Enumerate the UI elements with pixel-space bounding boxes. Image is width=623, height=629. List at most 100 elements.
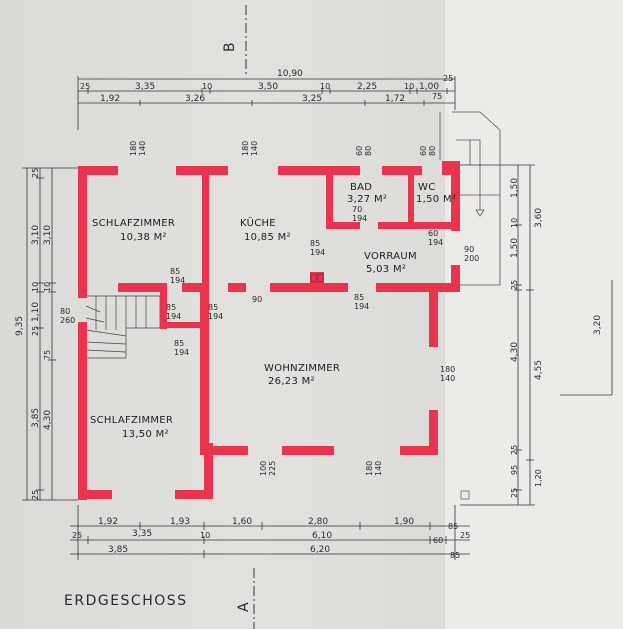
left-dimension-lines [22,167,78,501]
second-sheet [445,0,623,629]
opening-d-wohn-top: 90 [252,295,262,304]
opening-w-wc: 6080 [419,146,437,156]
dim-bottom-r3-1: 6,20 [310,545,330,555]
kitchen-vent-marks [310,273,324,283]
dim-bottom-r2-0: 25 [72,531,82,540]
dim-left-c2-0: 3,10 [43,225,53,245]
dim-top-r1-3: 3,50 [258,82,278,92]
walls [78,161,460,500]
dim-top-r2-1: 3,26 [185,94,205,104]
dim-left-total: 9,35 [15,316,25,336]
dim-bottom-r3-0: 3,85 [108,545,128,555]
dim-left-c1-0: 25 [31,168,40,178]
staircase [85,295,161,359]
top-dimension-lines [77,76,456,130]
dim-top-r2-2: 3,25 [302,94,322,104]
dim-top-r1-7: 1,00 [419,82,439,92]
opening-w-kueche: 180140 [241,141,259,156]
dim-right-far: 3,20 [593,315,603,335]
room-schlafzimmer1-name: SCHLAFZIMMER [92,218,175,229]
dim-right-c1-1: 10 [510,218,519,228]
survey-marker [460,490,470,500]
dim-bottom-r2-2: 6,10 [312,531,332,541]
dim-right-c1-2: 1,50 [510,238,520,258]
dim-bottom-r2-1: 10 [200,531,210,540]
dim-top-r2-4: 75 [432,92,442,101]
dim-bottom-r1-5: 1,90 [394,517,414,527]
opening-w-wohn-bottom1: 100225 [259,461,277,476]
dim-top-total: 10,90 [277,69,303,79]
dim-top-r2-0: 1,92 [100,94,120,104]
dim-top-r1-4: 10 [320,82,330,91]
opening-w-wohn-bottom2: 180140 [365,461,383,476]
room-wc-area: 1,50 M² [416,194,456,205]
dim-right-c2-2: 1,20 [534,469,543,487]
dim-top-r2-3: 1,72 [385,94,405,104]
dim-right-c2-0: 3,60 [534,208,544,228]
dim-right-c1-4: 4,30 [510,342,520,362]
room-bad-area: 3,27 M² [347,194,387,205]
opening-w-schlaf1: 180140 [129,141,147,156]
dim-left-c2-1: 10 [43,282,52,292]
room-vorraum-area: 5,03 M² [366,264,406,275]
dim-top-r1-5: 2,25 [357,82,377,92]
dim-left-c1-2: 10 [31,282,40,292]
dim-bottom-r1-1: 3,35 [132,529,152,539]
room-kueche-name: KÜCHE [240,216,276,229]
dim-top-r1-6: 10 [404,82,414,91]
room-schlafzimmer1-area: 10,38 M² [120,232,167,243]
dim-top-r1-1: 3,35 [135,82,155,92]
section-label-b: B [222,41,238,52]
room-schlafzimmer2-name: SCHLAFZIMMER [90,415,173,426]
section-label-a: A [236,601,252,612]
dim-bottom-r1-4: 2,80 [308,517,328,527]
room-kueche-area: 10,85 M² [244,232,291,243]
room-vorraum-name: VORRAUM [364,251,417,262]
right-dimension-lines [460,164,613,506]
dim-bottom-r2-4: 25 [460,531,470,540]
dim-top-r1-0: 25 [80,82,90,91]
dim-right-c1-3: 25 [510,280,519,290]
dim-left-c1-4: 25 [31,326,40,336]
dim-right-c1-6: 95 [510,465,519,475]
dim-bottom-r1-0: 1,92 [98,517,118,527]
dim-left-c2-3: 4,30 [43,410,53,430]
room-wohnzimmer-name: WOHNZIMMER [264,363,340,374]
dim-left-c1-6: 25 [31,490,40,500]
dim-bottom-r3-2: 85 [450,551,460,560]
dim-bottom-r1-6: 85 [448,522,458,531]
room-wohnzimmer-area: 26,23 M² [268,376,315,387]
room-bad-name: BAD [350,182,372,193]
dim-left-c1-3: 1,10 [31,302,41,322]
dim-bottom-r2-3: 60 [433,536,443,545]
room-wc-name: WC [418,182,435,193]
dim-bottom-r1-2: 1,93 [170,517,190,527]
dim-left-c1-5: 3,85 [31,408,41,428]
entrance-stair-outline [439,111,501,286]
dim-right-c2-1: 4,55 [534,360,544,380]
dim-right-c1-0: 1,50 [510,178,520,198]
room-schlafzimmer2-area: 13,50 M² [122,429,169,440]
dim-left-c2-2: 75 [43,350,52,360]
dim-right-c1-5: 25 [510,445,519,455]
drawing-title: ERDGESCHOSS [64,593,188,609]
dim-bottom-r1-3: 1,60 [232,517,252,527]
dim-left-c1-1: 3,10 [31,225,41,245]
dim-top-r1-8: 25 [443,74,453,83]
bottom-dimension-lines [70,505,470,560]
dim-top-r1-2: 10 [202,82,212,91]
